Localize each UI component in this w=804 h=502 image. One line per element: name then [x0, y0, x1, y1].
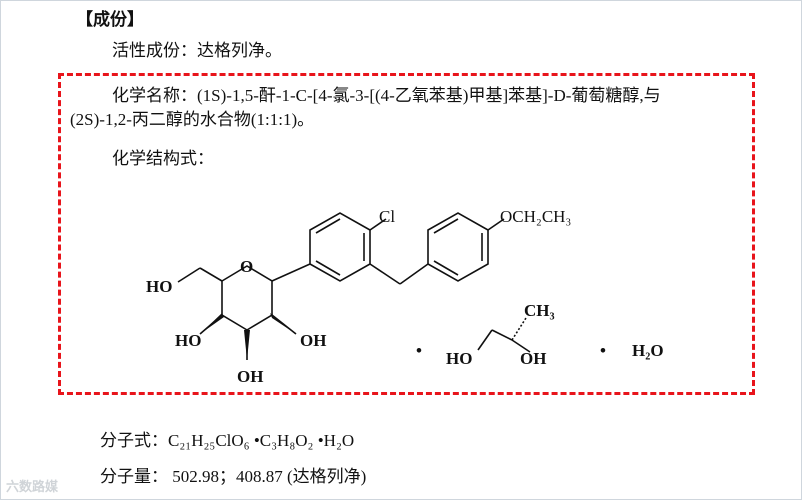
- wedge-bond: [244, 330, 250, 360]
- label-ho-top: HO: [146, 277, 172, 296]
- wedge-bond: [270, 313, 296, 334]
- chemical-name-line1: 化学名称：(1S)-1,5-酐-1-C-[4-氯-3-[(4-乙氧苯基)甲基]苯…: [112, 86, 661, 105]
- label-ethoxy: OCH₂CH₃: [500, 207, 571, 226]
- active-ingredient: 活性成份：达格列净。: [112, 41, 282, 60]
- label-oh-right: OH: [300, 331, 326, 350]
- wedge-bond: [200, 313, 224, 334]
- label-cl: Cl: [379, 207, 395, 226]
- watermark-logo: 六数路媒: [6, 480, 59, 495]
- dot-separator-2: •: [600, 341, 606, 360]
- section-heading: 【成份】: [76, 10, 144, 29]
- molecular-weight: 分子量： 502.98；408.87 (达格列净): [100, 467, 367, 486]
- label-oh-bottom: OH: [237, 367, 263, 386]
- chemical-name-line2: (2S)-1,2-丙二醇的水合物(1:1:1)。: [70, 110, 315, 129]
- structure-label: 化学结构式：: [112, 149, 214, 168]
- label-ho-propanediol: HO: [446, 349, 472, 368]
- molecular-formula: 分子式：C₂₁H₂₅ClO₆ •C₃H₈O₂ •H₂O: [100, 431, 355, 450]
- label-oh-propanediol: OH: [520, 349, 546, 368]
- structure-bonds: [177, 212, 531, 360]
- dot-separator-1: •: [416, 341, 422, 360]
- label-ring-oxygen: O: [240, 257, 253, 276]
- highlight-box: [58, 73, 755, 395]
- label-ho-left: HO: [175, 331, 201, 350]
- label-water: H₂O: [632, 341, 664, 360]
- label-ch3: CH₃: [524, 301, 555, 320]
